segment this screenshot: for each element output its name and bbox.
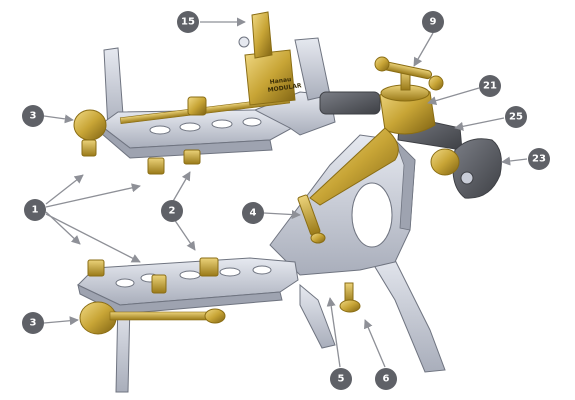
leader-9 (413, 32, 434, 67)
engraving-line1: Hanau (269, 76, 291, 86)
callout-6-label: 6 (383, 374, 390, 385)
callout-4: 4 (242, 202, 264, 224)
lower-rear-nut (204, 308, 226, 324)
leader-1b (45, 183, 141, 208)
engraving-line2: MODULAR (267, 82, 302, 94)
upper-bow: Hanau MODULAR (73, 11, 336, 175)
right-leg (371, 249, 446, 373)
t-handle-ball (428, 75, 444, 91)
lower-stud (87, 259, 105, 277)
callout-3-lower-label: 3 (30, 318, 37, 329)
leader-4 (263, 210, 301, 220)
pillar-screw-head (310, 232, 326, 244)
lower-plate-hole (179, 270, 201, 280)
leader-1d (45, 213, 141, 263)
callout-9: 9 (422, 11, 444, 33)
leader-3a (43, 114, 74, 124)
callout-25: 25 (505, 106, 527, 128)
lower-plate-side (77, 284, 283, 315)
side-knob (430, 148, 460, 176)
leader-21 (427, 87, 480, 106)
upper-stud (81, 139, 97, 157)
leader-1a (45, 174, 84, 205)
upper-stud (147, 157, 165, 175)
upper-plate-hole (179, 122, 201, 132)
upper-front-knob (73, 109, 107, 141)
leader-6 (364, 319, 386, 368)
axis-rod (319, 91, 381, 115)
t-handle-ball (374, 56, 390, 72)
callout-3-upper-label: 3 (30, 111, 37, 122)
leader-3b (43, 316, 79, 326)
middle-leg (299, 283, 336, 349)
callout-5: 5 (330, 368, 352, 390)
leader-2a (171, 171, 191, 204)
callout-21-label: 21 (483, 81, 497, 92)
callout-23-label: 23 (532, 154, 546, 165)
callout-2-label: 2 (169, 206, 176, 217)
condylar-element (297, 56, 502, 313)
leader-5 (326, 297, 341, 368)
upper-plate-hole (242, 117, 262, 127)
callout-5-label: 5 (338, 374, 345, 385)
lower-plate-hole (115, 278, 135, 288)
callout-1-label: 1 (32, 205, 39, 216)
callout-9-label: 9 (430, 17, 437, 28)
callout-15-label: 15 (181, 17, 195, 28)
callout-23: 23 (528, 148, 550, 170)
condylar-cone (309, 127, 399, 206)
upper-plate-hole (211, 119, 233, 129)
callouts: 1 2 3 3 4 5 6 9 (22, 11, 550, 390)
lower-plate-hole (219, 267, 241, 277)
lower-plate-hole (252, 265, 272, 275)
callout-21: 21 (479, 75, 501, 97)
upper-plate-hole (149, 125, 171, 135)
upper-clamp (187, 96, 207, 116)
incisal-guide-wing (251, 11, 273, 59)
callout-25-label: 25 (509, 112, 523, 123)
callout-4-label: 4 (250, 208, 257, 219)
callout-1: 1 (24, 199, 46, 221)
condylar-cam (452, 138, 502, 199)
upper-arm-riser (294, 37, 331, 101)
incisal-guide-screw (238, 36, 250, 48)
leader-lines (43, 17, 528, 368)
leader-25 (454, 117, 505, 131)
incisal-guide-block (244, 49, 296, 106)
upper-stud (183, 149, 201, 165)
callout-3-lower: 3 (22, 312, 44, 334)
lower-adjust-screw-head (339, 299, 361, 313)
lower-stud (199, 257, 219, 277)
callout-15: 15 (177, 11, 199, 33)
callout-3-upper: 3 (22, 105, 44, 127)
leader-23 (501, 156, 528, 166)
pillar-window (351, 182, 393, 248)
callout-2: 2 (161, 200, 183, 222)
pillar-edge (394, 139, 416, 231)
leader-2b (173, 218, 196, 251)
callout-6: 6 (375, 368, 397, 390)
lower-center-pin (151, 274, 167, 294)
lower-plate (77, 257, 299, 335)
rear-frame (115, 249, 446, 393)
lower-front-shaft (109, 311, 211, 321)
cam-screw (460, 171, 474, 185)
